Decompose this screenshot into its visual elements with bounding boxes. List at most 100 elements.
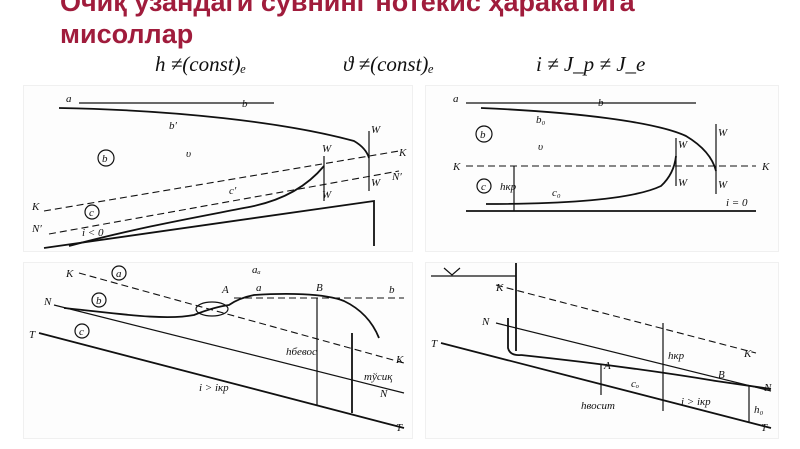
label-h-vosita: hвосит: [581, 400, 615, 412]
label-a: a: [66, 93, 72, 105]
zone-b-circle: [97, 149, 115, 167]
label-W3: W: [322, 189, 332, 201]
label-b: b: [242, 98, 248, 110]
label-b-prime: b′: [169, 120, 178, 132]
zone-c-circle: [476, 178, 492, 194]
label-A: A: [603, 360, 611, 372]
label-zone-c: c: [79, 326, 84, 338]
label-K-right: K: [398, 147, 407, 159]
label-c-prime: cₒ: [631, 378, 639, 390]
label-K-top: K: [495, 282, 504, 294]
label-slope: i < 0: [82, 227, 104, 239]
label-c-prime: c′: [229, 185, 237, 197]
label-zone-c: c: [89, 207, 94, 219]
label-hkr: hкр: [668, 350, 685, 362]
label-b: b: [389, 284, 395, 296]
normal-depth-line-N: [495, 322, 772, 392]
label-T-right: T: [761, 422, 768, 434]
label-B: B: [316, 282, 323, 294]
label-K-left: K: [452, 161, 461, 173]
label-slope: i = 0: [726, 197, 748, 209]
critical-depth-line-K: [495, 284, 757, 354]
label-B: B: [718, 369, 725, 381]
label-a: a: [453, 93, 459, 105]
free-surface: [520, 354, 772, 390]
label-N: N: [43, 296, 52, 308]
title-line-1: Очиқ узандаги сувнинг нотекис ҳаракатига: [60, 0, 635, 17]
channel-bed: [440, 342, 772, 429]
free-surface-c: [68, 165, 325, 247]
label-T: T: [431, 338, 438, 350]
label-c0: c₀: [552, 187, 561, 199]
label-slope: i > iкр: [681, 396, 711, 408]
jet-under-gate: [507, 318, 522, 357]
label-a-a: aₐ: [252, 264, 261, 276]
label-hkr: hкр: [500, 181, 517, 193]
channel-bed: [38, 332, 405, 429]
flow-diagram-2: a b b₀ b υ K K W W W W c hкр c₀ i = 0: [452, 93, 770, 212]
label-W2: W: [371, 124, 381, 136]
critical-depth-line-K: [43, 150, 400, 212]
label-W4: W: [718, 179, 728, 191]
flow-diagram-3: K a aₐ A a B b N b c T hбевос K тўсиқ N …: [29, 264, 405, 434]
label-zone-c: c: [481, 181, 486, 193]
zone-b-circle: [475, 125, 493, 143]
label-zone-b: b: [480, 129, 486, 141]
diagram-panel-1: a b b′ b υ W W W W K N′ K N′ c c′ i < 0: [23, 85, 413, 252]
zone-a-circle: [111, 265, 127, 281]
label-b0: b₀: [536, 114, 546, 126]
slide-title: Очиқ узандаги сувнинг нотекис ҳаракатига…: [60, 0, 635, 50]
label-N-prime-left: N′: [31, 223, 42, 235]
label-A: A: [221, 284, 229, 296]
roller-vortex: [195, 301, 229, 317]
formula-slopes: i ≠ J_p ≠ J_e: [536, 52, 646, 76]
label-b: b: [598, 97, 604, 109]
label-zone-b: b: [102, 153, 108, 165]
label-zone-b: b: [96, 295, 102, 307]
label-zone-a: a: [116, 268, 122, 280]
label-h-bevosita: hбевос: [286, 346, 317, 358]
label-W4: W: [371, 177, 381, 189]
critical-depth-line-K: [78, 272, 405, 364]
zone-b-circle: [91, 292, 107, 308]
channel-bed: [43, 199, 375, 249]
formula-velocity: ϑ ≠(const)ₑ: [343, 52, 434, 76]
diagram-panel-2: a b b₀ b υ K K W W W W c hкр c₀ i = 0: [425, 85, 779, 252]
flow-diagram-1: a b b′ b υ W W W W K N′ K N′ c c′ i < 0: [31, 93, 407, 249]
free-surface-c: [485, 155, 677, 205]
label-W1: W: [322, 143, 332, 155]
label-velocity: υ: [186, 148, 191, 160]
label-N: N: [481, 316, 490, 328]
label-K-right: K: [743, 348, 752, 360]
formula-depth: h ≠(const)ₑ: [155, 52, 247, 76]
normal-depth-line-N: [48, 170, 400, 235]
label-W1: W: [678, 139, 688, 151]
water-level-marker: [443, 267, 461, 276]
label-N-right: N: [379, 388, 388, 400]
label-velocity: υ: [538, 141, 543, 153]
label-W3: W: [678, 177, 688, 189]
label-K-left: K: [31, 201, 40, 213]
normal-depth-line-N: [53, 304, 405, 394]
label-a: a: [256, 282, 262, 294]
label-K-right: K: [761, 161, 770, 173]
label-T-right: T: [396, 422, 403, 434]
label-h0: h₀: [754, 404, 764, 416]
free-surface: [63, 293, 380, 339]
free-surface-b: [58, 107, 370, 159]
flow-diagram-4: K N T hкр K A cₒ B N hвосит i > iкр h₀ T: [431, 263, 772, 434]
diagram-panel-4: K N T hкр K A cₒ B N hвосит i > iкр h₀ T: [425, 262, 779, 439]
label-K-right: K: [395, 354, 404, 366]
label-T: T: [29, 329, 36, 341]
title-line-2: мисоллар: [60, 19, 194, 49]
free-surface-b: [480, 107, 717, 172]
zone-c-circle: [74, 323, 90, 339]
label-N-right: N: [763, 382, 772, 394]
label-W2: W: [718, 127, 728, 139]
label-weir: тўсиқ: [364, 371, 393, 383]
label-N-prime-right: N′: [391, 171, 402, 183]
zone-c-circle: [84, 204, 100, 220]
diagram-panel-3: K a aₐ A a B b N b c T hбевос K тўсиқ N …: [23, 262, 413, 439]
label-K: K: [65, 268, 74, 280]
label-slope: i > iкр: [199, 382, 229, 394]
